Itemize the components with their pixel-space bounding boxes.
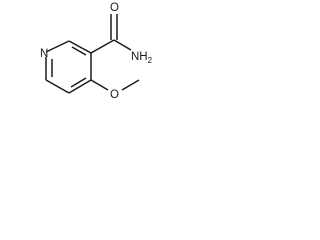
amide-nitrogen-label: NH2 bbox=[131, 51, 153, 65]
bond-c5-c6 bbox=[45, 79, 70, 94]
amide-nitrogen-symbol: NH bbox=[131, 51, 148, 63]
bond-c4-c5-inner bbox=[70, 77, 87, 88]
bond-c2-c3 bbox=[68, 40, 92, 54]
bond-carbonyl-n bbox=[113, 39, 132, 51]
bond-c4-c5 bbox=[68, 79, 92, 94]
ether-oxygen-label: O bbox=[110, 89, 119, 101]
bond-c2-c3-inner bbox=[71, 46, 87, 56]
bond-n1-c2 bbox=[45, 40, 70, 53]
amide-hydrogen-count: 2 bbox=[148, 56, 153, 65]
carbonyl-oxygen-label: O bbox=[110, 2, 119, 14]
chemical-structure: N O NH2 O bbox=[40, 2, 153, 101]
bond-o-methyl bbox=[121, 79, 140, 91]
methoxy-group bbox=[90, 79, 140, 91]
ring-nitrogen-label: N bbox=[40, 48, 48, 60]
bond-c4-o bbox=[90, 79, 109, 91]
pyridine-ring bbox=[45, 40, 92, 94]
bond-c3-carbonyl bbox=[90, 39, 115, 54]
carboxamide-group bbox=[90, 14, 132, 54]
